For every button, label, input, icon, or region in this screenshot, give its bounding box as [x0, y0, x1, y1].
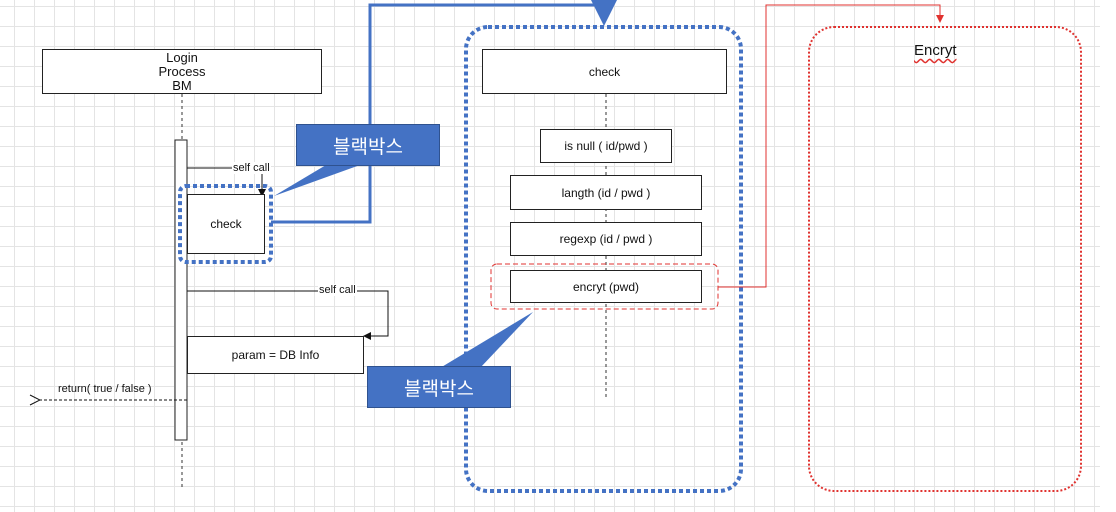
blackbox-callout-2: 블랙박스 [367, 366, 511, 408]
encrypt-panel-title: Encryt [914, 42, 957, 59]
step-regexp[interactable]: regexp (id / pwd ) [510, 222, 702, 256]
self-call-label-1: self call [232, 162, 271, 174]
check-panel-frame [464, 25, 743, 493]
check-panel-title[interactable]: check [482, 49, 727, 94]
self-call-arrow-2 [187, 290, 389, 340]
return-label: return( true / false ) [58, 383, 152, 395]
param-box[interactable]: param = DB Info [187, 336, 364, 374]
callout-pointer-2 [440, 312, 533, 368]
step-is-null[interactable]: is null ( id/pwd ) [540, 129, 672, 163]
blackbox-callout-1: 블랙박스 [296, 124, 440, 166]
callout-pointer-1 [274, 165, 360, 196]
self-call-label-2: self call [318, 284, 357, 296]
check-box[interactable]: check [187, 194, 265, 254]
step-encrypt[interactable]: encryt (pwd) [510, 270, 702, 303]
step-length[interactable]: langth (id / pwd ) [510, 175, 702, 210]
lifeline-header: Login Process BM [42, 49, 322, 94]
activation-bar [174, 139, 188, 441]
encrypt-panel [808, 26, 1082, 492]
